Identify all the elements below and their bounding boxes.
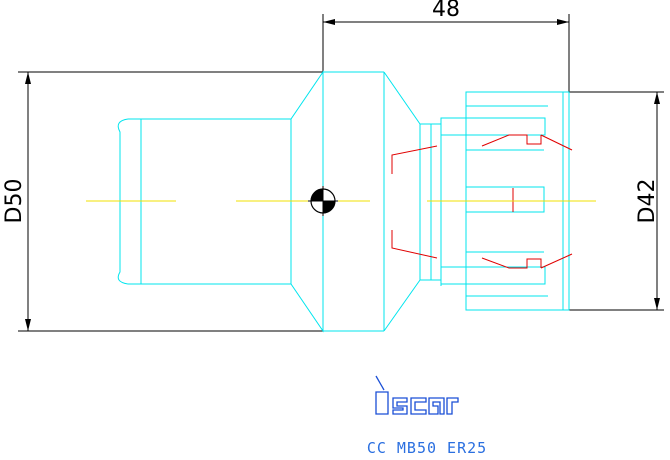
right-diameter-dimension: D42 bbox=[560, 91, 664, 311]
collet-detail bbox=[391, 134, 573, 269]
part-caption: CC MB50 ER25 bbox=[367, 439, 487, 457]
length-dimension: 48 bbox=[322, 0, 570, 92]
right-diameter-label: D42 bbox=[635, 179, 660, 224]
left-diameter-label: D50 bbox=[2, 179, 27, 224]
left-diameter-dimension: D50 bbox=[2, 71, 323, 332]
length-dimension-label: 48 bbox=[432, 0, 460, 22]
center-mark-symbol bbox=[308, 186, 338, 216]
chuck-outline bbox=[117, 70, 570, 333]
brand-logo: iscar bbox=[375, 375, 459, 415]
